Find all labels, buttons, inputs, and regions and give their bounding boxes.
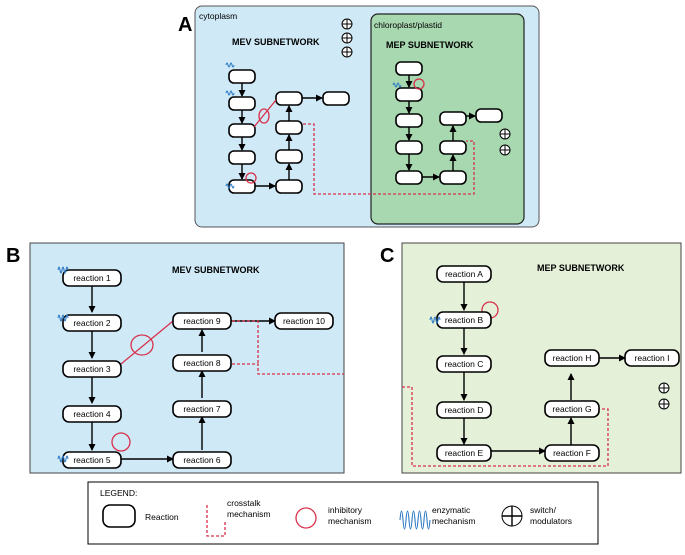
panel-b-labels: reaction 1 reaction 2 reaction 3 reactio… bbox=[73, 273, 325, 465]
reaction-2-node bbox=[62, 314, 122, 332]
reaction-d-node bbox=[436, 401, 492, 419]
panel-c-nodes bbox=[436, 265, 680, 462]
panel-a-letter: A bbox=[178, 14, 192, 36]
panel-b: B MEV SUBNETWORK bbox=[6, 242, 345, 474]
reaction-8-node bbox=[172, 354, 232, 372]
panel-a-mev-nodes bbox=[228, 69, 350, 194]
switch-icon bbox=[501, 505, 523, 527]
enzyme-icon bbox=[57, 266, 69, 463]
enzyme-icon bbox=[225, 62, 402, 189]
legend-enzymatic-label-2: mechanism bbox=[432, 516, 475, 526]
panel-b-edges bbox=[88, 286, 344, 463]
reaction-8-label: reaction 8 bbox=[183, 358, 221, 368]
reaction-c-node bbox=[436, 355, 492, 373]
reaction-6-node bbox=[172, 451, 232, 469]
reaction-f-node bbox=[544, 444, 600, 462]
cytoplasm-label: cytoplasm bbox=[199, 11, 237, 21]
reaction-i-label: reaction I bbox=[635, 353, 670, 363]
panel-c-labels: reaction A reaction B reaction C reactio… bbox=[445, 269, 670, 458]
reaction-9-label: reaction 9 bbox=[183, 316, 221, 326]
legend-enzymatic-label-1: enzymatic bbox=[432, 505, 471, 515]
reaction-e-label: reaction E bbox=[445, 448, 484, 458]
panel-a-mev-title: MEV SUBNETWORK bbox=[232, 37, 320, 47]
reaction-4-node bbox=[62, 405, 122, 423]
reaction-10-node bbox=[274, 312, 334, 330]
legend-inhibitory-swatch bbox=[295, 507, 317, 529]
reaction-i-node bbox=[624, 349, 680, 367]
legend-reaction-swatch bbox=[102, 504, 136, 528]
reaction-h-label: reaction H bbox=[553, 353, 592, 363]
panel-c: C MEP SUBNETWORK bbox=[380, 242, 682, 474]
panel-a-mep-title: MEP SUBNETWORK bbox=[386, 40, 474, 50]
reaction-2-label: reaction 2 bbox=[73, 318, 111, 328]
reaction-b-label: reaction B bbox=[445, 315, 484, 325]
legend-crosstalk-label-1: crosstalk bbox=[227, 498, 261, 508]
legend-inhibitory-label-2: mechanism bbox=[328, 516, 371, 526]
legend: LEGEND: Reaction crosstalk mechanism inh… bbox=[87, 481, 599, 545]
reaction-5-label: reaction 5 bbox=[73, 455, 111, 465]
legend-reaction-label: Reaction bbox=[145, 512, 179, 522]
switch-icon bbox=[341, 18, 511, 156]
enzyme-icon bbox=[429, 316, 441, 324]
reaction-g-label: reaction G bbox=[552, 404, 591, 414]
reaction-5-node bbox=[62, 451, 122, 469]
panel-a-mep-edges bbox=[405, 75, 476, 181]
panel-c-edges bbox=[402, 282, 626, 467]
legend-switch-label-2: modulators bbox=[530, 516, 572, 526]
legend-title: LEGEND: bbox=[100, 488, 137, 498]
reaction-h-node bbox=[544, 349, 600, 367]
reaction-1-node bbox=[62, 269, 122, 287]
plastid-label: chloroplast/plastid bbox=[374, 20, 442, 30]
panel-c-letter: C bbox=[380, 245, 394, 267]
reaction-1-label: reaction 1 bbox=[73, 273, 111, 283]
reaction-a-node bbox=[436, 265, 492, 283]
reaction-g-node bbox=[544, 400, 600, 418]
reaction-a-label: reaction A bbox=[445, 269, 483, 279]
legend-crosstalk-swatch bbox=[206, 505, 226, 537]
panel-b-nodes bbox=[62, 269, 334, 469]
legend-crosstalk-label-2: mechanism bbox=[227, 509, 270, 519]
reaction-9-node bbox=[172, 312, 232, 330]
reaction-3-label: reaction 3 bbox=[73, 364, 111, 374]
panel-a-mev-edges bbox=[238, 83, 475, 195]
reaction-10-label: reaction 10 bbox=[283, 316, 325, 326]
reaction-b-node bbox=[436, 311, 492, 329]
enzyme-icon bbox=[399, 510, 431, 530]
panel-a: A cytoplasm MEV SUBNETWORK chloroplast/p… bbox=[178, 5, 540, 228]
reaction-4-label: reaction 4 bbox=[73, 409, 111, 419]
panel-a-mep-nodes bbox=[395, 61, 503, 185]
reaction-c-label: reaction C bbox=[445, 359, 484, 369]
reaction-f-label: reaction F bbox=[553, 448, 591, 458]
panel-b-letter: B bbox=[6, 245, 20, 267]
legend-switch-label-1: switch/ bbox=[530, 505, 557, 515]
panel-c-title: MEP SUBNETWORK bbox=[537, 263, 625, 273]
panel-b-title: MEV SUBNETWORK bbox=[172, 265, 260, 275]
reaction-3-node bbox=[62, 360, 122, 378]
switch-icon bbox=[658, 382, 670, 410]
reaction-6-label: reaction 6 bbox=[183, 455, 221, 465]
reaction-7-node bbox=[172, 400, 232, 418]
legend-inhibitory-label-1: inhibitory bbox=[328, 505, 363, 515]
reaction-d-label: reaction D bbox=[445, 405, 484, 415]
reaction-7-label: reaction 7 bbox=[183, 404, 221, 414]
reaction-e-node bbox=[436, 444, 492, 462]
